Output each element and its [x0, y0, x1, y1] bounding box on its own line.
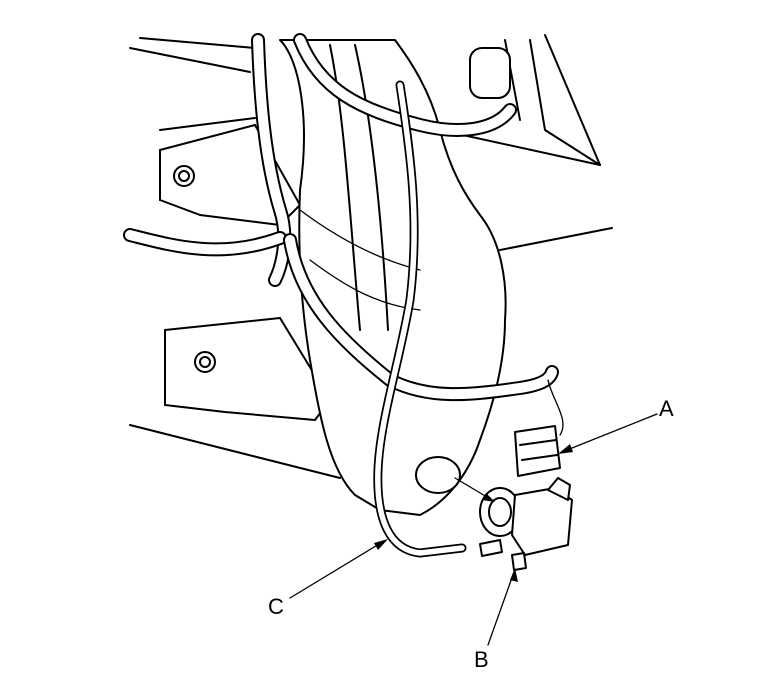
wiring-harness [123, 33, 564, 436]
lower-bolt-icon [194, 351, 216, 373]
label-c: C [268, 594, 284, 619]
lower-bracket [164, 317, 331, 421]
solenoid-valve-b [479, 477, 573, 571]
upper-connector [469, 47, 511, 99]
callout-b [487, 568, 518, 646]
vacuum-hose [373, 80, 467, 558]
upper-bolt-icon [173, 165, 195, 187]
connector-a [514, 425, 561, 477]
callout-hole [454, 477, 495, 502]
callout-c [289, 539, 388, 599]
label-b: B [474, 647, 489, 672]
label-a: A [659, 396, 674, 421]
mounting-hole [415, 456, 461, 494]
callout-a [558, 413, 658, 454]
